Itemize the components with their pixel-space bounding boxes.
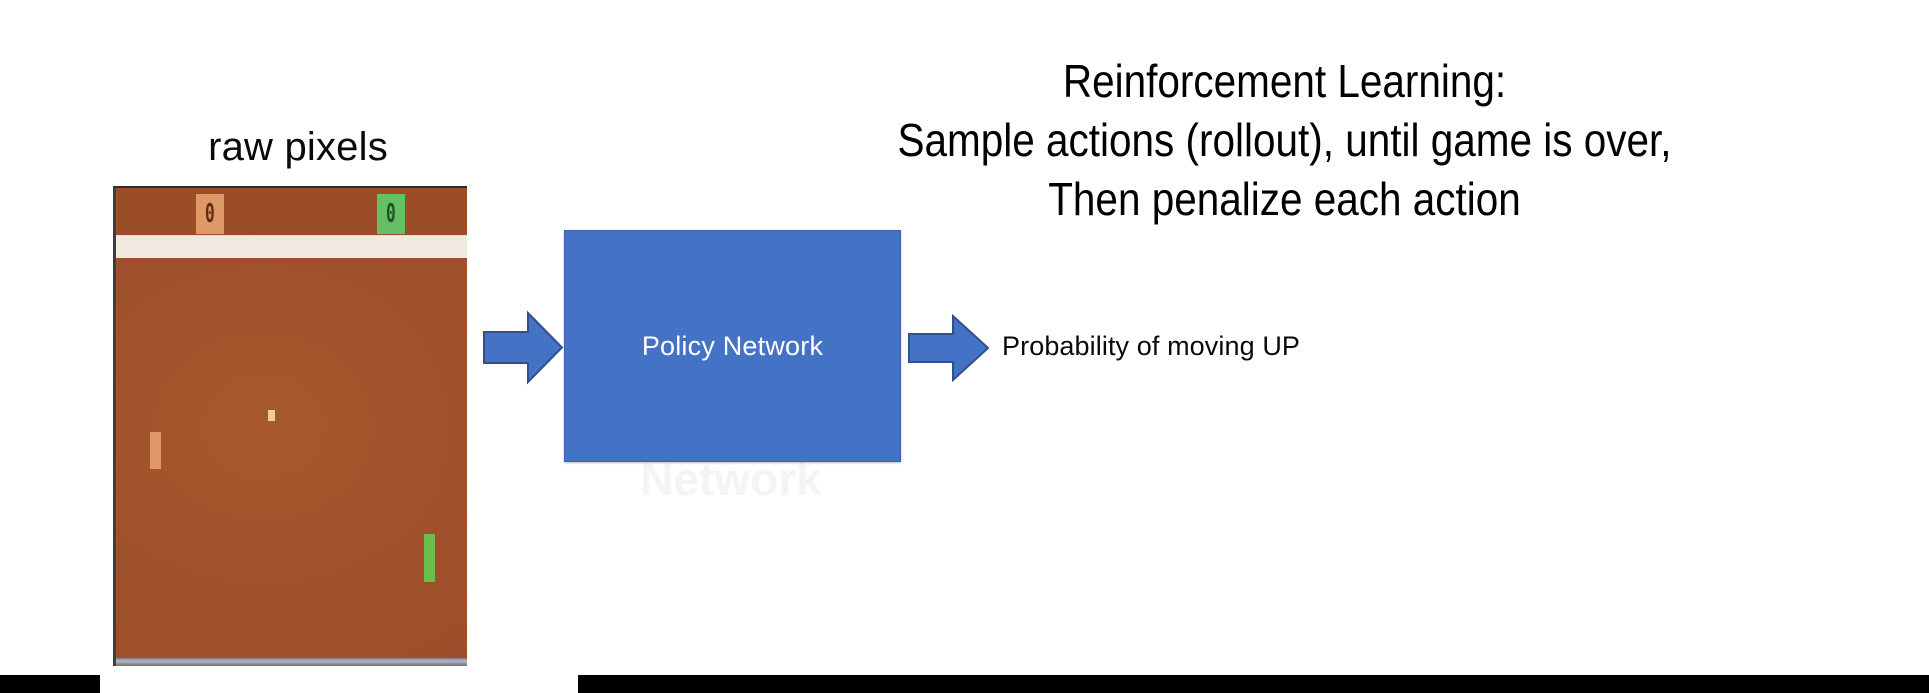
pong-ball — [268, 410, 275, 421]
pong-paddle-right — [424, 534, 435, 582]
pong-paddle-left — [150, 432, 161, 469]
heading-line-1: Reinforcement Learning: — [1062, 55, 1507, 107]
right-arrow-icon — [908, 313, 989, 383]
bottom-black-bar-right — [578, 675, 1929, 693]
pong-top-band — [116, 188, 467, 236]
pong-playfield — [116, 258, 467, 658]
slide-heading: Reinforcement Learning: Sample actions (… — [717, 52, 1851, 229]
pong-score-right: 0 — [377, 194, 405, 234]
bottom-black-bar-left — [0, 675, 100, 693]
policy-network-label: Policy Network — [641, 330, 824, 361]
pong-score-left-value: 0 — [205, 199, 215, 229]
policy-network-box[interactable]: Policy Network — [564, 230, 901, 462]
pong-score-left: 0 — [196, 194, 224, 234]
pong-divider-band — [116, 236, 467, 258]
pong-bottom-edge — [116, 658, 467, 666]
raw-pixels-caption: raw pixels — [208, 125, 388, 169]
right-arrow-icon — [483, 310, 563, 385]
heading-line-2: Sample actions (rollout), until game is … — [897, 113, 1672, 166]
heading-line-3: Then penalize each action — [1048, 172, 1521, 225]
pong-score-right-value: 0 — [386, 199, 396, 229]
output-probability-label: Probability of moving UP — [1002, 331, 1301, 361]
pong-game-screenshot: 0 0 — [113, 186, 467, 666]
